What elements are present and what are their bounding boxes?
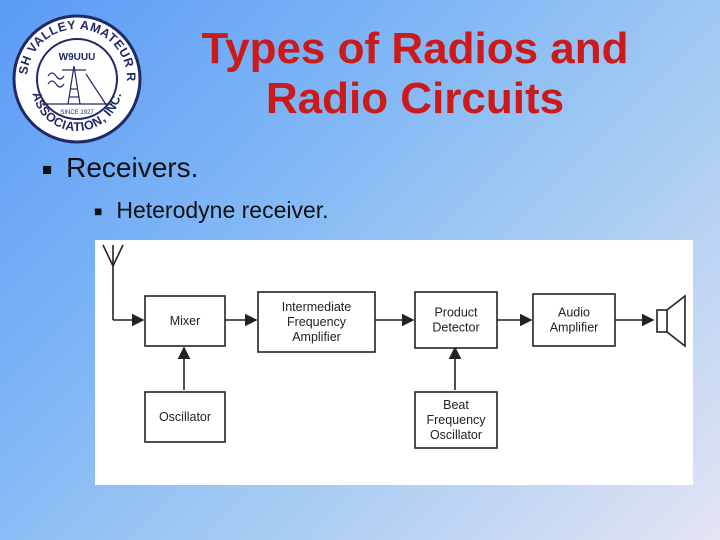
if-amplifier-block xyxy=(257,291,376,353)
mixer-label: Mixer xyxy=(170,314,201,328)
bullet-heterodyne: ■ Heterodyne receiver. xyxy=(94,197,329,224)
bfo-label: Beat xyxy=(443,398,469,412)
bullet-receivers: ■ Receivers. xyxy=(42,152,198,184)
product-detector-block xyxy=(414,291,498,349)
bfo-block xyxy=(414,391,498,449)
oscillator-label: Oscillator xyxy=(159,410,211,424)
club-logo: WABASH VALLEY AMATEUR RADIO ASSOCIATION,… xyxy=(6,3,142,144)
product-detector-label: Product xyxy=(434,306,478,320)
bullet-text: Receivers. xyxy=(66,152,199,183)
speaker-icon xyxy=(656,294,686,348)
square-bullet-icon: ■ xyxy=(94,204,103,220)
svg-text:W9UUU: W9UUU xyxy=(59,52,96,63)
if-amplifier-label: Intermediate xyxy=(282,300,352,314)
audio-amplifier-label: Amplifier xyxy=(550,321,599,335)
if-amplifier-label: Frequency xyxy=(287,315,347,329)
title-line-1: Types of Radios and xyxy=(201,24,629,73)
svg-text:SINCE 1927: SINCE 1927 xyxy=(60,110,94,116)
bfo-label: Oscillator xyxy=(430,428,482,442)
antenna-icon xyxy=(102,244,124,320)
if-amplifier-label: Amplifier xyxy=(292,330,341,344)
square-bullet-icon: ■ xyxy=(42,159,53,179)
bfo-label: Frequency xyxy=(426,413,486,427)
audio-amplifier-label: Audio xyxy=(558,306,590,320)
audio-amplifier-block xyxy=(532,293,616,347)
oscillator-block xyxy=(144,391,226,443)
slide-title: Types of Radios and Radio Circuits xyxy=(160,24,670,124)
title-line-2: Radio Circuits xyxy=(265,74,565,123)
bullet-text: Heterodyne receiver. xyxy=(116,197,329,223)
mixer-block xyxy=(144,295,226,347)
product-detector-label: Detector xyxy=(432,321,479,335)
